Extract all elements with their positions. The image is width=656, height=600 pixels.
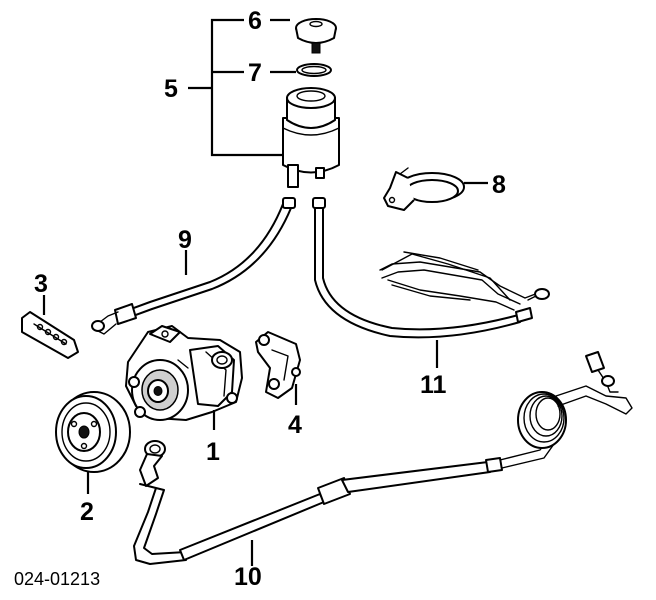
callout-bracket-5 bbox=[188, 18, 296, 157]
reservoir-cap bbox=[295, 18, 337, 54]
callout-11: 11 bbox=[420, 371, 447, 399]
callout-7: 7 bbox=[248, 59, 262, 87]
pump-bracket-plate bbox=[21, 311, 79, 359]
pump-mounting-bracket bbox=[255, 331, 301, 399]
power-steering-pump bbox=[125, 325, 243, 421]
callout-2: 2 bbox=[80, 498, 94, 526]
callout-9: 9 bbox=[178, 226, 192, 254]
pump-pulley bbox=[55, 391, 131, 473]
diagram-code: 024-01213 bbox=[14, 569, 100, 589]
reservoir-mounting-strap bbox=[383, 167, 465, 211]
callout-8: 8 bbox=[492, 171, 506, 199]
callout-3: 3 bbox=[34, 270, 48, 298]
return-line-cooler-loop bbox=[379, 251, 550, 311]
callout-5: 5 bbox=[164, 75, 178, 103]
callout-4: 4 bbox=[288, 411, 302, 439]
pressure-hose bbox=[133, 419, 555, 565]
return-hose bbox=[312, 197, 533, 339]
fluid-reservoir bbox=[282, 87, 340, 188]
callout-1: 1 bbox=[206, 438, 220, 466]
callout-6: 6 bbox=[248, 7, 262, 35]
o-ring-seal bbox=[296, 63, 332, 77]
callout-10: 10 bbox=[234, 563, 262, 591]
pressure-line-coil bbox=[517, 351, 633, 449]
suction-hose bbox=[91, 197, 296, 335]
